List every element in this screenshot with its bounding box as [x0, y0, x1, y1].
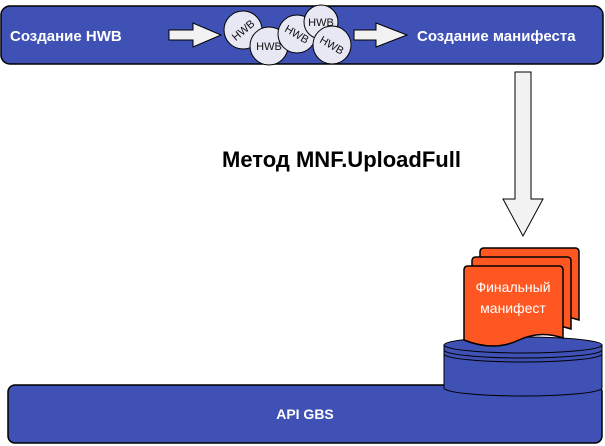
database-cylinder-icon — [443, 336, 603, 397]
hwb-circle: HWB — [312, 25, 352, 65]
final-manifest-label-line2: манифест — [480, 300, 546, 316]
final-manifest-label-line1: Финальный — [475, 279, 550, 295]
svg-text:HWB: HWB — [308, 17, 334, 29]
create-manifest-label: Создание манифеста — [417, 28, 576, 45]
create-hwb-label: Создание HWB — [10, 28, 122, 45]
final-manifest-document-stack: Финальный манифест — [463, 247, 580, 347]
document-sheet-front — [463, 265, 564, 347]
down-arrow-icon — [502, 71, 544, 238]
hwb-cluster: HWB HWB HWB HWB HWB — [223, 4, 352, 66]
api-bar-background — [7, 384, 603, 444]
right-arrow-icon — [168, 22, 223, 48]
method-label: Метод MNF.UploadFull — [222, 147, 461, 172]
right-arrow-icon — [353, 22, 409, 48]
api-gbs-label: API GBS — [276, 406, 334, 422]
top-process-bar: Создание HWB HWB HWB HWB HWB HWB — [0, 4, 604, 66]
svg-text:HWB: HWB — [256, 41, 282, 53]
api-bar: API GBS — [7, 384, 603, 444]
